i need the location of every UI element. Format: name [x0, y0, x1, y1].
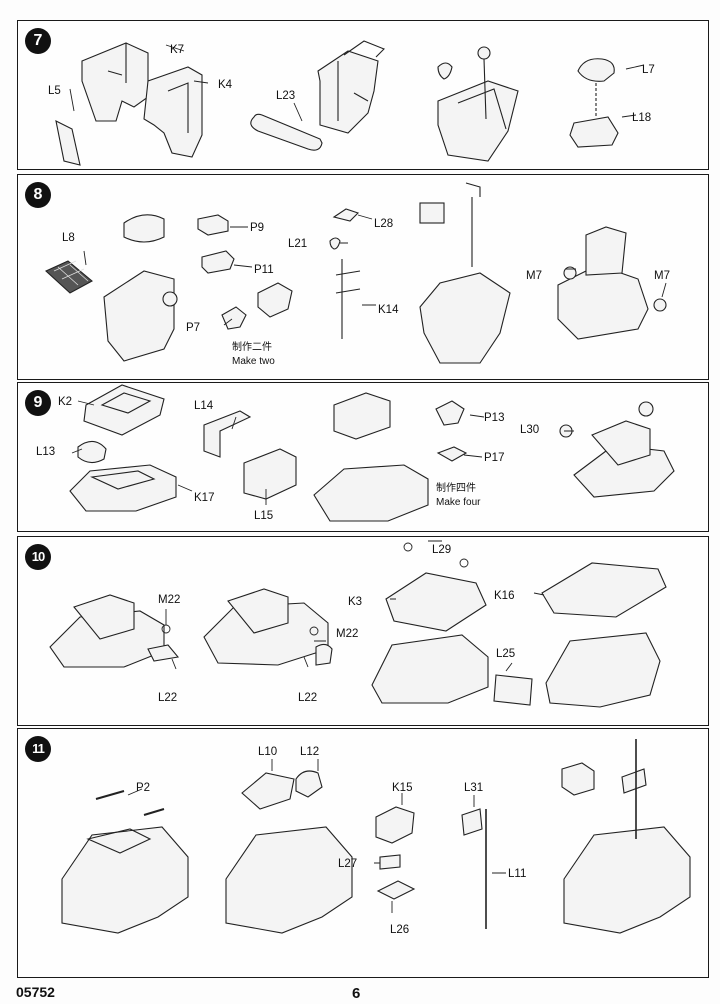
part-L18-drawing — [569, 116, 619, 148]
part-L27-drawing — [379, 854, 401, 870]
part-label-L23: L23 — [276, 90, 295, 102]
make-two-note-en: Make two — [232, 356, 275, 367]
step-7-assembly-a — [317, 50, 379, 134]
part-label-L10: L10 — [258, 746, 277, 758]
part-label-K17: K17 — [194, 492, 214, 504]
part-label-K3: K3 — [348, 596, 362, 608]
part-label-K14: K14 — [378, 304, 399, 316]
step-11-assembly-a — [61, 826, 189, 934]
step-10-number: 10 — [25, 544, 51, 570]
part-label-P17: P17 — [484, 452, 504, 464]
part-label-P9: P9 — [250, 222, 264, 234]
kit-code: 05752 — [16, 984, 55, 1000]
part-label-K16: K16 — [494, 590, 514, 602]
step-8-assembly-middle — [419, 272, 511, 364]
part-label-L11: L11 — [508, 868, 526, 880]
part-P9-drawing — [197, 214, 229, 236]
part-L13-drawing — [77, 440, 107, 464]
part-L14-drawing — [203, 410, 252, 458]
step-10-illustration: M22 L22 M22 L22 L29 K3 K16 L25 — [49, 540, 667, 708]
step-11-number: 11 — [25, 736, 51, 762]
part-label-L21: L21 — [288, 238, 307, 250]
part-P2-drawing — [95, 790, 165, 816]
step-10-assembly-d — [545, 632, 661, 708]
part-L7-drawing — [577, 58, 615, 82]
part-label-K2: K2 — [58, 396, 72, 408]
part-label-L28: L28 — [374, 218, 393, 230]
part-label-M7-left: M7 — [526, 270, 542, 282]
part-label-L12: L12 — [300, 746, 319, 758]
part-L25-drawing — [493, 674, 533, 706]
part-label-L26: L26 — [390, 924, 409, 936]
part-K4-drawing — [143, 66, 203, 158]
step-8-panel: 8 — [17, 174, 709, 380]
part-label-L8: L8 — [62, 232, 75, 244]
part-K16-drawing — [541, 562, 667, 618]
make-four-note-en: Make four — [436, 497, 481, 508]
part-K7-drawing — [81, 42, 149, 122]
part-P13-drawing — [435, 400, 465, 426]
step-9-number: 9 — [25, 390, 51, 416]
part-label-K4: K4 — [218, 79, 233, 91]
step-11-assembly-c — [563, 826, 691, 934]
part-label-L15: L15 — [254, 510, 273, 522]
part-L12-drawing — [295, 770, 323, 798]
step-9-illustration: K2 L13 K17 L14 L15 P13 P17 L30 制作四件 Make… — [36, 384, 675, 522]
part-label-L27: L27 — [338, 858, 357, 870]
part-L26-drawing — [376, 880, 416, 900]
part-P11-drawing — [201, 250, 235, 274]
part-L28-drawing — [332, 208, 360, 222]
part-label-L31: L31 — [464, 782, 483, 794]
step-8-number: 8 — [25, 182, 51, 208]
part-label-M22-left: M22 — [158, 594, 180, 606]
part-label-K7: K7 — [170, 44, 184, 56]
part-label-P11: P11 — [254, 264, 274, 276]
step-10-assembly-c — [371, 634, 489, 704]
part-label-L25: L25 — [496, 648, 515, 660]
part-label-P2: P2 — [136, 782, 150, 794]
part-P7-drawing — [221, 306, 247, 330]
part-K15-drawing — [375, 806, 415, 844]
part-L21-drawing — [329, 237, 341, 250]
make-two-note-cn: 制作二件 — [232, 340, 272, 353]
step-8-assembly-left — [103, 270, 175, 362]
part-label-L29: L29 — [432, 544, 451, 556]
part-L31-drawing — [461, 808, 483, 836]
step-7-panel: 7 — [17, 20, 709, 170]
step-10-panel: 10 M22 L22 M22 L2 — [17, 536, 709, 726]
part-label-L13: L13 — [36, 446, 55, 458]
step-7-number: 7 — [25, 28, 51, 54]
part-label-K15: K15 — [392, 782, 412, 794]
part-label-L5: L5 — [48, 85, 61, 97]
make-four-note-cn: 制作四件 — [436, 481, 476, 494]
part-L23-drawing — [250, 113, 323, 151]
part-L10-drawing — [241, 772, 295, 810]
part-label-L14: L14 — [194, 400, 214, 412]
part-K3-drawing — [385, 572, 487, 632]
step-9-panel: 9 — [17, 382, 709, 532]
part-label-L30: L30 — [520, 424, 539, 436]
step-7-illustration: K7 K4 L5 L23 L7 L18 — [48, 40, 655, 166]
step-11-assembly-b — [225, 826, 353, 934]
part-K14-drawing — [335, 259, 361, 339]
step-9-assembly-middle — [313, 464, 429, 522]
part-label-L22-right: L22 — [298, 692, 317, 704]
part-label-L7: L7 — [642, 64, 655, 76]
step-11-panel: 11 P2 L10 — [17, 728, 709, 978]
step-11-illustration: P2 L10 L12 K15 L27 L26 L31 L11 — [61, 739, 691, 936]
part-label-M22-right: M22 — [336, 628, 358, 640]
part-label-L22-left: L22 — [158, 692, 177, 704]
part-L15-drawing — [243, 448, 297, 500]
part-label-M7-right: M7 — [654, 270, 670, 282]
page-number: 6 — [352, 985, 361, 1002]
part-label-L18: L18 — [632, 112, 651, 124]
part-label-P7: P7 — [186, 322, 200, 334]
step-8-illustration: L8 P9 P11 P7 L28 L21 K14 M7 M7 制作二件 Make… — [45, 182, 670, 367]
part-L5-drawing — [55, 120, 81, 166]
part-K2-drawing — [83, 384, 165, 436]
part-label-P13: P13 — [484, 412, 504, 424]
part-P17-drawing — [436, 446, 468, 462]
step-7-assembly-b — [437, 80, 519, 162]
